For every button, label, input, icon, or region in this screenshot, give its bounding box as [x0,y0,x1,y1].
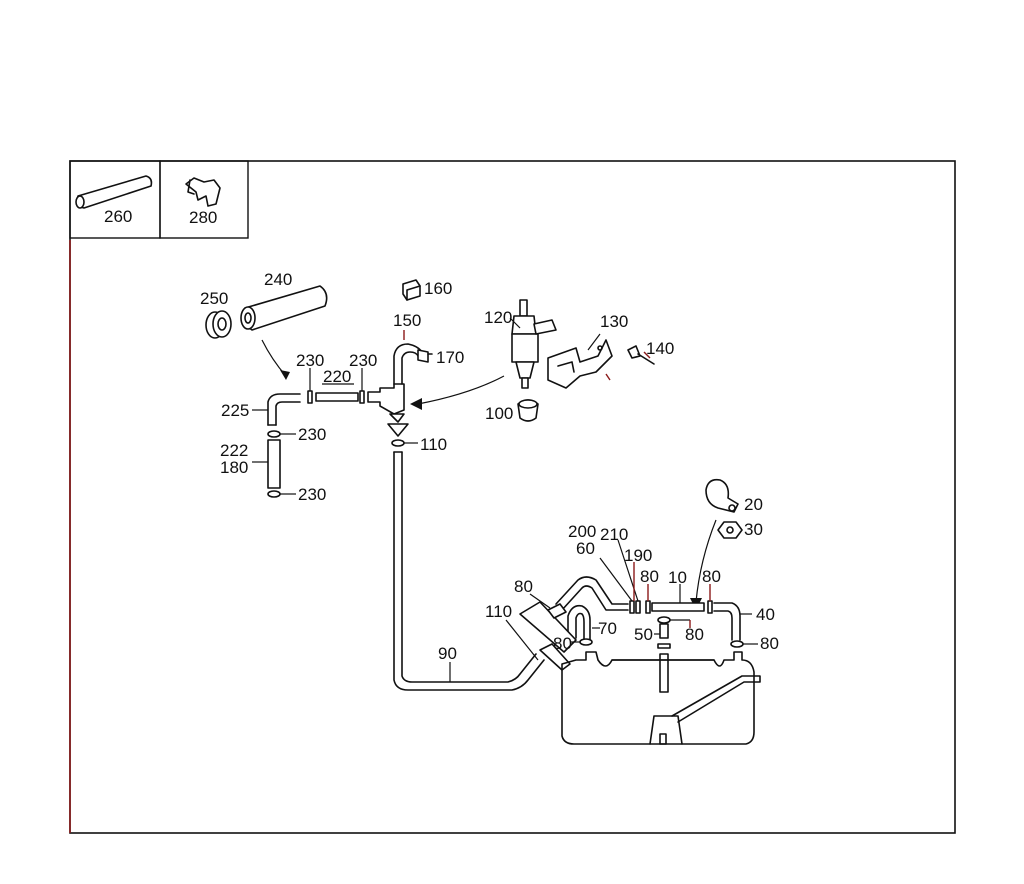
hose-260-icon [75,175,153,209]
callout-60: 60 [576,539,595,558]
callout-210: 210 [600,525,628,544]
grommet-250-icon [205,310,232,339]
callout-190: 190 [624,546,652,565]
line-10-icon [651,602,705,612]
hose-60-icon [555,576,629,611]
callout-250: 250 [200,289,228,308]
callout-20: 20 [744,495,763,514]
callout-110-b: 110 [485,602,512,621]
callout-230-d: 230 [298,485,326,504]
connector-170-icon [417,349,433,363]
clamp-20-icon [705,478,739,513]
clamp-80-c [645,600,651,614]
clamp-80-d [707,600,713,614]
inset-label-280: 280 [189,208,217,227]
callout-30: 30 [744,520,763,539]
clamp-80-f [730,640,758,648]
callout-110-a: 110 [420,435,447,454]
fuel-tank-icon [561,651,761,745]
filter-120-icon [511,299,557,389]
clamp-80-a [629,600,635,614]
callout-80-e: 80 [553,634,572,653]
elbow-hose-225-icon [267,393,301,426]
callout-230-b: 230 [349,351,377,370]
bolt-140-icon [627,345,655,365]
assembly-arrow-tank [695,519,717,603]
accent-leaders [403,330,711,601]
clamp-230-a [307,390,313,404]
callout-140: 140 [646,339,674,358]
clamp-230-b [359,390,365,404]
callout-80-f: 80 [760,634,779,653]
nut-30-icon [717,521,743,539]
cap-160-icon [402,279,421,301]
callout-222: 222 [220,441,248,460]
callout-230-c: 230 [298,425,326,444]
callout-230-a: 230 [296,351,324,370]
callout-90: 90 [438,644,457,663]
leader-lines [252,317,752,682]
callout-80-b: 80 [702,567,721,586]
tee-connector-icon [367,383,409,437]
hose-150-icon [393,343,423,385]
clip-280-icon [185,177,221,207]
bracket-130-icon [547,339,613,389]
callout-150: 150 [393,311,421,330]
clamp-230-d [267,490,296,498]
tube-180-icon [267,439,281,489]
callout-80-c: 80 [514,577,533,596]
callout-160: 160 [424,279,452,298]
callout-200: 200 [568,522,596,541]
callout-120: 120 [484,308,512,327]
callout-10: 10 [668,568,687,587]
sender-50-icon [657,623,671,693]
callout-130: 130 [600,312,628,331]
callout-80-a: 80 [640,567,659,586]
sleeve-240-icon [240,285,328,331]
callout-240: 240 [264,270,292,289]
diagram-frame [69,160,956,834]
gasket-110-upper [391,439,418,447]
grommet-100-icon [517,399,539,422]
callout-70: 70 [598,619,617,638]
clamp-80-e [579,638,593,646]
inset-label-260: 260 [104,207,132,226]
hose-40-icon [713,602,741,641]
callout-220: 220 [323,367,351,386]
callout-100: 100 [485,404,513,423]
callout-50: 50 [634,625,653,644]
clamp-80-b [635,600,641,614]
callout-180: 180 [220,458,248,477]
callout-80-d: 80 [685,625,704,644]
arrowhead-filter [410,398,422,410]
pipe-220-icon [315,392,359,402]
line-90-icon [393,451,545,691]
callout-40: 40 [756,605,775,624]
inset-box [69,160,249,239]
hose-70-icon [567,604,591,641]
callout-170: 170 [436,348,464,367]
clamp-230-c [267,430,296,438]
arrowhead-left [280,370,290,380]
assembly-arrow-filter [417,375,505,405]
callout-225: 225 [221,401,249,420]
clamp-80-g [657,616,691,628]
